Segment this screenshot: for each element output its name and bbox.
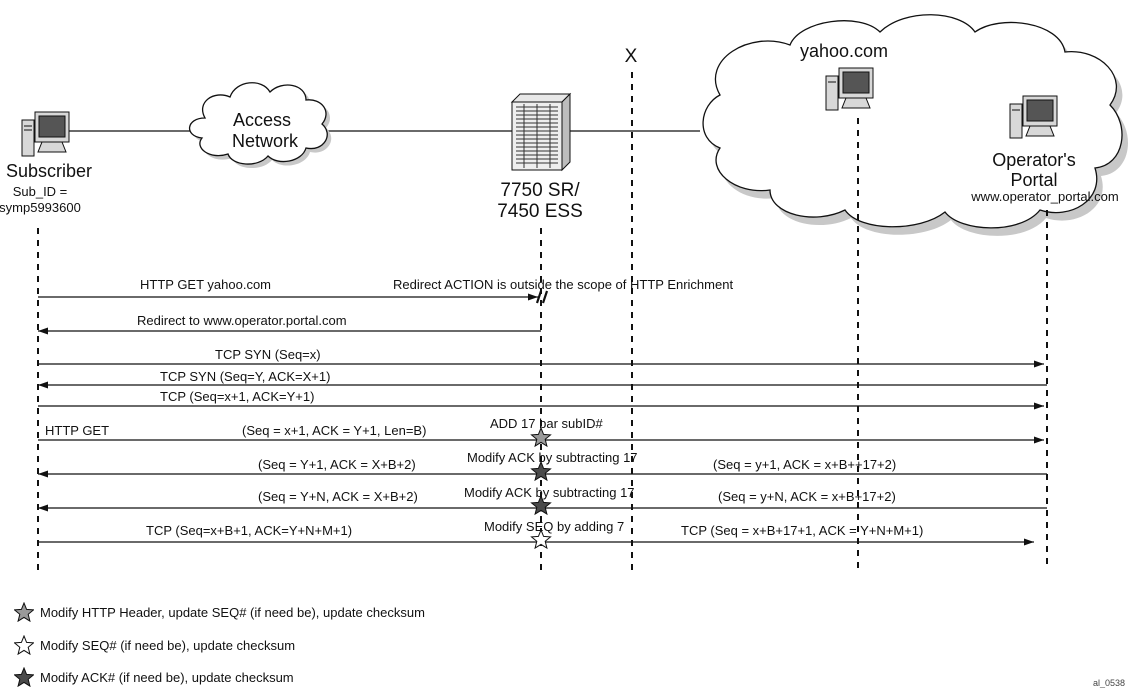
- msg-note-redirect-action: Redirect ACTION is outside the scope of …: [393, 277, 734, 292]
- msg-label-ack2-right: (Seq = y+N, ACK = x+B+17+2): [718, 489, 896, 504]
- sub-id-value: symp5993600: [0, 200, 81, 215]
- legend-text: Modify ACK# (if need be), update checksu…: [40, 669, 294, 685]
- legend-text: Modify HTTP Header, update SEQ# (if need…: [40, 604, 425, 620]
- msg-label-tcp-syn: TCP SYN (Seq=x): [215, 347, 321, 362]
- subscriber-computer-icon: [21, 111, 70, 157]
- legend-item: Modify SEQ# (if need be), update checksu…: [14, 635, 295, 655]
- msg-label-ack1-left: (Seq = Y+1, ACK = X+B+2): [258, 457, 416, 472]
- gray-star-icon: [14, 602, 34, 622]
- access-network-label-1: Access: [232, 110, 292, 130]
- portal-server-icon: [1009, 95, 1058, 139]
- white-star-icon: [14, 635, 34, 655]
- portal-label-2: Portal: [1010, 170, 1058, 190]
- figure-code: al_0538: [1093, 678, 1126, 688]
- portal-url-label: www.operator_portal.com: [971, 189, 1119, 204]
- msg-note-modify-ack-1: Modify ACK by subtracting 17: [467, 450, 638, 465]
- gray-star-icon: [530, 426, 552, 448]
- msg-label-redirect: Redirect to www.operator.portal.com: [137, 313, 347, 328]
- sub-id-label: Sub_ID =: [12, 184, 68, 199]
- msg-label-http-get-seq: (Seq = x+1, ACK = Y+1, Len=B): [242, 423, 427, 438]
- subscriber-label: Subscriber: [6, 161, 93, 181]
- portal-label-1: Operator's: [992, 150, 1076, 170]
- yahoo-server-icon: [825, 67, 874, 111]
- internet-cloud: [702, 14, 1128, 236]
- router-label-2: 7450 ESS: [497, 201, 583, 222]
- msg-label-ack2-left: (Seq = Y+N, ACK = X+B+2): [258, 489, 418, 504]
- msg-note-add-subid: ADD 17 bar subID#: [490, 416, 603, 431]
- yahoo-label: yahoo.com: [799, 41, 889, 61]
- msg-label-tcp-final-left: TCP (Seq=x+B+1, ACK=Y+N+M+1): [146, 523, 353, 538]
- legend-text: Modify SEQ# (if need be), update checksu…: [40, 637, 296, 653]
- msg-label-http-get: HTTP GET: [45, 423, 110, 438]
- dark-star-icon: [14, 667, 34, 687]
- dark-star-icon: [530, 460, 552, 482]
- access-network-cloud: [188, 82, 332, 169]
- legend-item: Modify HTTP Header, update SEQ# (if need…: [14, 602, 425, 622]
- msg-note-modify-seq: Modify SEQ by adding 7: [484, 519, 625, 534]
- router-label-1: 7750 SR/: [500, 180, 580, 201]
- router-icon: [510, 92, 572, 172]
- msg-note-modify-ack-2: Modify ACK by subtracting 17: [464, 485, 635, 500]
- msg-label-tcp-ack: TCP (Seq=x+1, ACK=Y+1): [160, 389, 315, 404]
- msg-label-http-get-yahoo: HTTP GET yahoo.com: [140, 277, 272, 292]
- drop-marker: [535, 290, 549, 304]
- access-network-label-2: Network: [231, 131, 299, 151]
- x-marker-label: X: [624, 46, 638, 67]
- msg-label-ack1-right: (Seq = y+1, ACK = x+B++17+2): [713, 457, 897, 472]
- msg-label-tcp-final-right: TCP (Seq = x+B+17+1, ACK = Y+N+M+1): [681, 523, 924, 538]
- legend-item: Modify ACK# (if need be), update checksu…: [14, 667, 294, 687]
- white-star-icon: [530, 528, 552, 550]
- msg-label-tcp-syn-ack: TCP SYN (Seq=Y, ACK=X+1): [160, 369, 331, 384]
- dark-star-icon: [530, 494, 552, 516]
